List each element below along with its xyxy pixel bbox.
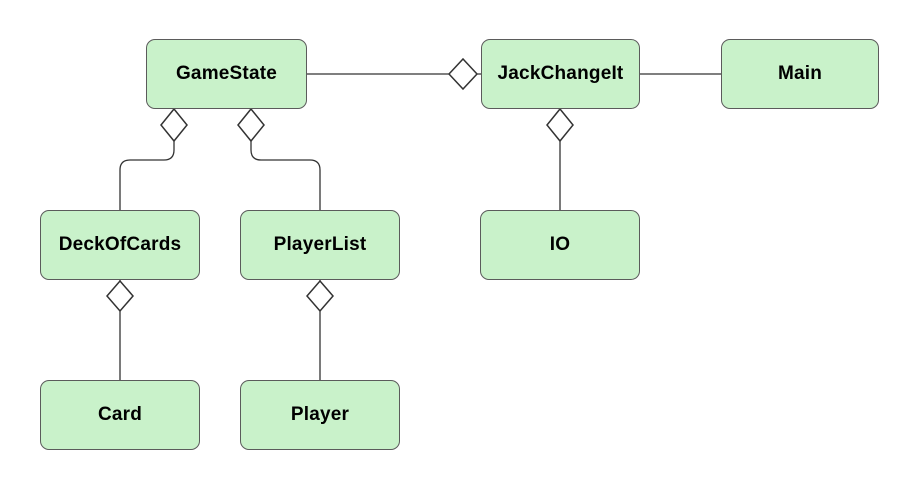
node-main-label: Main xyxy=(777,63,823,84)
node-gamestate-label: GameState xyxy=(175,63,278,84)
node-main[interactable]: Main xyxy=(721,39,879,109)
aggregation-diamond-deckofcards xyxy=(106,279,134,313)
aggregation-diamond-gamestate-right xyxy=(237,107,265,143)
node-io-label: IO xyxy=(549,234,571,255)
node-deckofcards[interactable]: DeckOfCards xyxy=(40,210,200,280)
node-io[interactable]: IO xyxy=(480,210,640,280)
node-jackchangeit-label: JackChangeIt xyxy=(497,63,624,84)
aggregation-diamond-jackchangeit-bottom xyxy=(546,107,574,143)
node-player-label: Player xyxy=(290,404,350,425)
edge-gamestate-deckofcards xyxy=(119,109,175,210)
node-player[interactable]: Player xyxy=(240,380,400,450)
node-card[interactable]: Card xyxy=(40,380,200,450)
node-card-label: Card xyxy=(97,404,143,425)
node-gamestate[interactable]: GameState xyxy=(146,39,307,109)
aggregation-diamond-jackchangeit-left xyxy=(447,57,479,91)
edge-gamestate-playerlist xyxy=(250,109,321,210)
node-playerlist-label: PlayerList xyxy=(273,234,367,255)
node-jackchangeit[interactable]: JackChangeIt xyxy=(481,39,640,109)
aggregation-diamond-gamestate-left xyxy=(160,107,188,143)
node-deckofcards-label: DeckOfCards xyxy=(58,234,182,255)
aggregation-diamond-playerlist xyxy=(306,279,334,313)
node-playerlist[interactable]: PlayerList xyxy=(240,210,400,280)
